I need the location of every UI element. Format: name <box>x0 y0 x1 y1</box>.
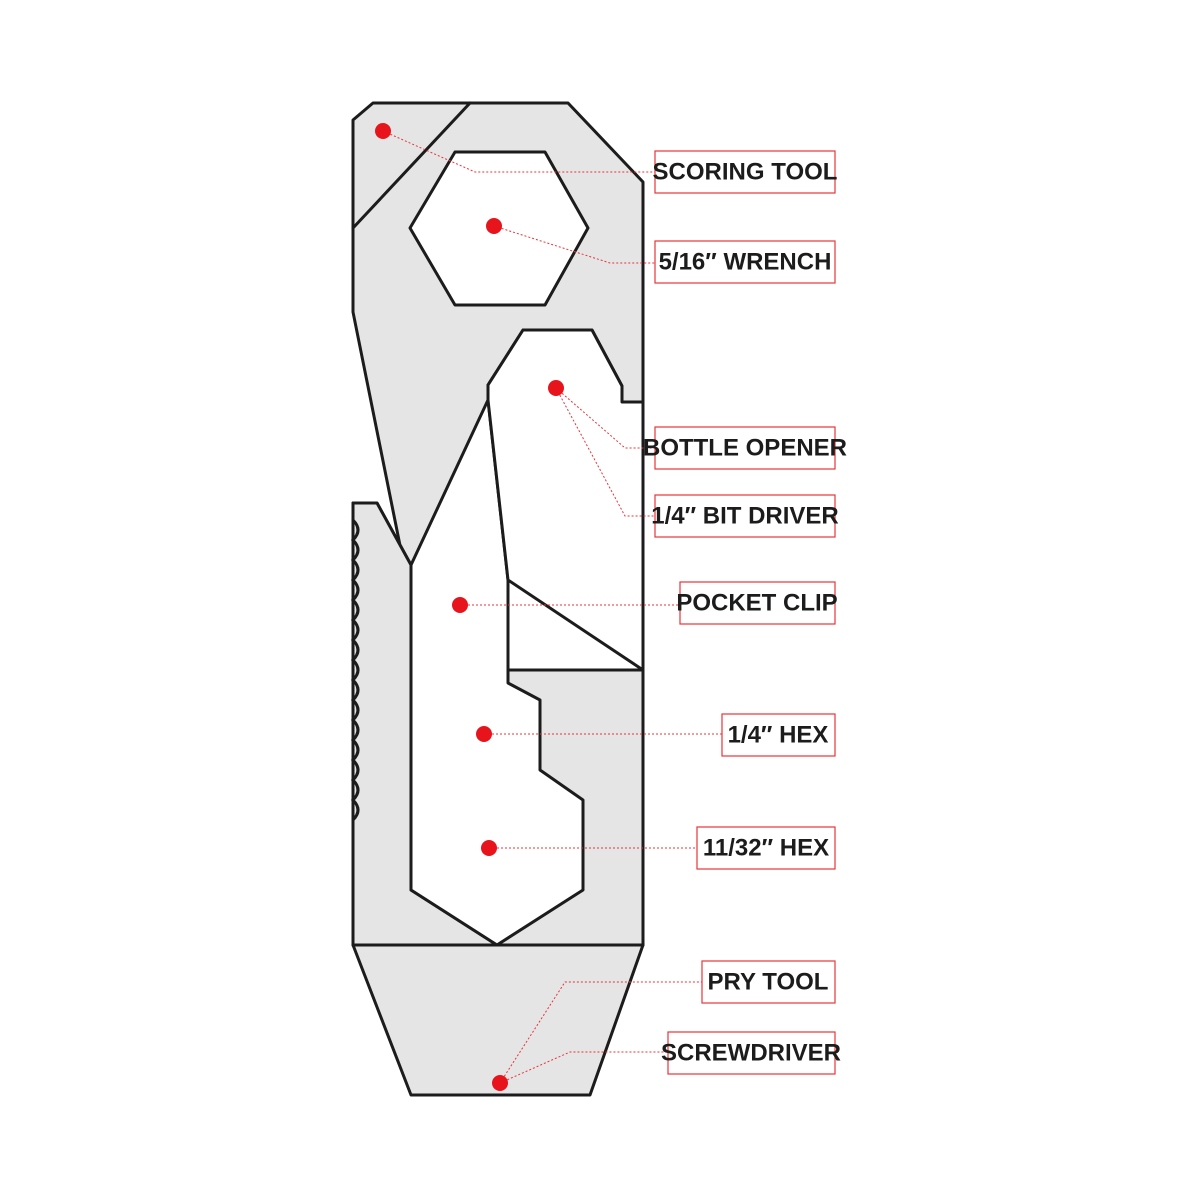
label-screwdriver: SCREWDRIVER <box>661 1031 841 1075</box>
label-hex-quarter: 1/4″ HEX <box>721 713 836 757</box>
leader-screwdriver <box>499 1051 668 1084</box>
marker-wrench <box>486 218 502 234</box>
label-scoring-tool: SCORING TOOL <box>653 150 838 194</box>
label-bottle-opener-text: BOTTLE OPENER <box>643 435 847 462</box>
label-pry-tool: PRY TOOL <box>701 960 836 1004</box>
bottle-opener-cutout <box>486 328 645 672</box>
label-hex-quarter-text: 1/4″ HEX <box>728 722 829 749</box>
leader-scoring-tool <box>382 130 655 173</box>
label-wrench-text: 5/16″ WRENCH <box>659 249 832 276</box>
marker-hex-11-32 <box>481 840 497 856</box>
pry-screwdriver-wedge <box>351 943 645 1097</box>
marker-scoring-tool <box>375 123 391 139</box>
label-bit-driver-text: 1/4″ BIT DRIVER <box>651 503 839 530</box>
marker-pocket-clip <box>452 597 468 613</box>
serrated-edge <box>350 518 360 822</box>
label-screwdriver-text: SCREWDRIVER <box>661 1040 841 1067</box>
label-hex-11-32: 11/32″ HEX <box>696 826 836 870</box>
leader-wrench <box>493 225 655 264</box>
marker-bottle-opener <box>548 380 564 396</box>
label-scoring-tool-text: SCORING TOOL <box>653 159 838 186</box>
label-pry-tool-text: PRY TOOL <box>708 969 829 996</box>
leader-bit-driver <box>555 387 655 517</box>
label-pocket-clip-text: POCKET CLIP <box>676 590 837 617</box>
leader-pry-tool <box>499 981 702 1084</box>
label-hex-11-32-text: 11/32″ HEX <box>703 835 829 862</box>
label-bit-driver: 1/4″ BIT DRIVER <box>651 494 839 538</box>
marker-pry-screwdriver <box>492 1075 508 1091</box>
label-bottle-opener: BOTTLE OPENER <box>643 426 847 470</box>
label-pocket-clip: POCKET CLIP <box>676 581 838 625</box>
scoring-tool-edge <box>351 101 472 230</box>
marker-hex-quarter <box>476 726 492 742</box>
label-wrench: 5/16″ WRENCH <box>654 240 836 284</box>
